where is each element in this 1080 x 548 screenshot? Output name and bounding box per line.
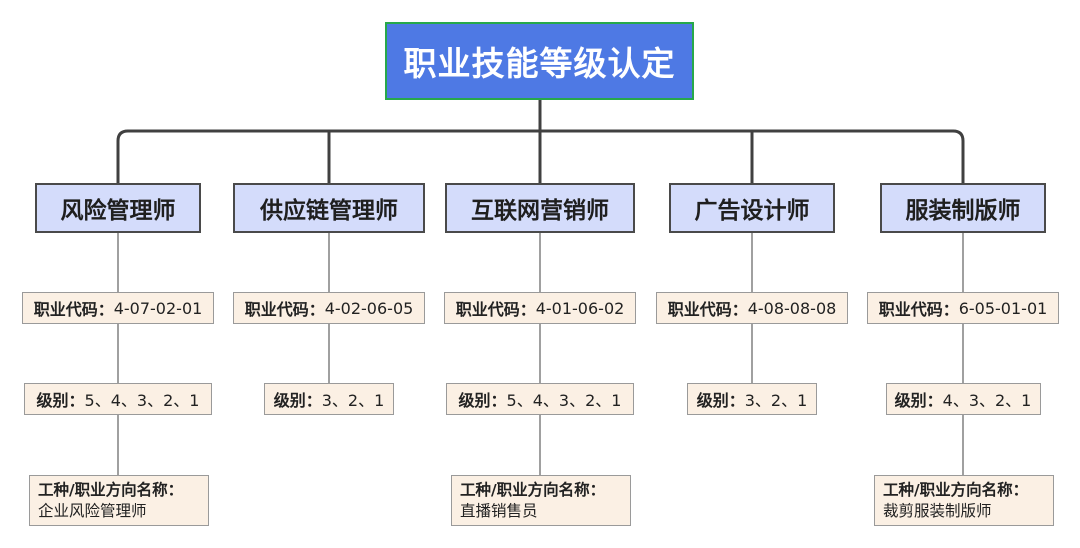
type-label: 工种/职业方向名称： [883, 481, 1029, 499]
level-label: 级别： [696, 391, 745, 410]
code-value: 6-05-01-01 [958, 298, 1048, 318]
code-label: 职业代码： [33, 300, 114, 319]
occupation-title: 服装制版师 [880, 183, 1046, 233]
code-value: 4-01-06-02 [535, 298, 625, 318]
occupation-code-tag: 职业代码：4-02-06-05 [233, 292, 425, 324]
level-label: 级别： [273, 391, 322, 410]
occupation-type-note: 工种/职业方向名称： 直播销售员 [451, 475, 631, 526]
occupation-level-tag: 级别：4、3、2、1 [885, 383, 1041, 415]
code-label: 职业代码： [878, 300, 959, 319]
occupation-title: 互联网营销师 [445, 183, 635, 233]
occupation-code-tag: 职业代码：6-05-01-01 [867, 292, 1059, 324]
level-value: 4、3、2、1 [942, 391, 1032, 410]
level-label: 级别： [894, 391, 943, 410]
occupation-title: 供应链管理师 [233, 183, 425, 233]
level-value: 5、4、3、2、1 [84, 391, 200, 410]
occupation-level-tag: 级别：5、4、3、2、1 [446, 383, 634, 415]
level-value: 3、2、1 [744, 391, 808, 410]
occupation-level-tag: 级别：3、2、1 [264, 383, 394, 415]
occupation-type-note: 工种/职业方向名称： 企业风险管理师 [29, 475, 209, 526]
occupation-level-tag: 级别：3、2、1 [687, 383, 817, 415]
type-value: 直播销售员 [460, 502, 538, 520]
occupation-code-tag: 职业代码：4-07-02-01 [22, 292, 214, 324]
type-label: 工种/职业方向名称： [38, 481, 184, 499]
type-value: 企业风险管理师 [38, 502, 147, 520]
code-label: 职业代码： [667, 300, 748, 319]
occupation-level-tag: 级别：5、4、3、2、1 [24, 383, 212, 415]
occupation-code-tag: 职业代码：4-01-06-02 [444, 292, 636, 324]
code-value: 4-07-02-01 [113, 298, 203, 318]
occupation-type-note: 工种/职业方向名称： 裁剪服装制版师 [874, 475, 1054, 526]
level-value: 5、4、3、2、1 [506, 391, 622, 410]
code-value: 4-02-06-05 [324, 298, 414, 318]
level-label: 级别： [36, 391, 85, 410]
code-value: 4-08-08-08 [747, 298, 837, 318]
occupation-title: 风险管理师 [35, 183, 201, 233]
code-label: 职业代码： [244, 300, 325, 319]
code-label: 职业代码： [455, 300, 536, 319]
type-label: 工种/职业方向名称： [460, 481, 606, 499]
occupation-code-tag: 职业代码：4-08-08-08 [656, 292, 848, 324]
type-value: 裁剪服装制版师 [883, 502, 992, 520]
level-value: 3、2、1 [321, 391, 385, 410]
level-label: 级别： [458, 391, 507, 410]
occupation-title: 广告设计师 [669, 183, 835, 233]
root-node: 职业技能等级认定 [385, 22, 694, 100]
